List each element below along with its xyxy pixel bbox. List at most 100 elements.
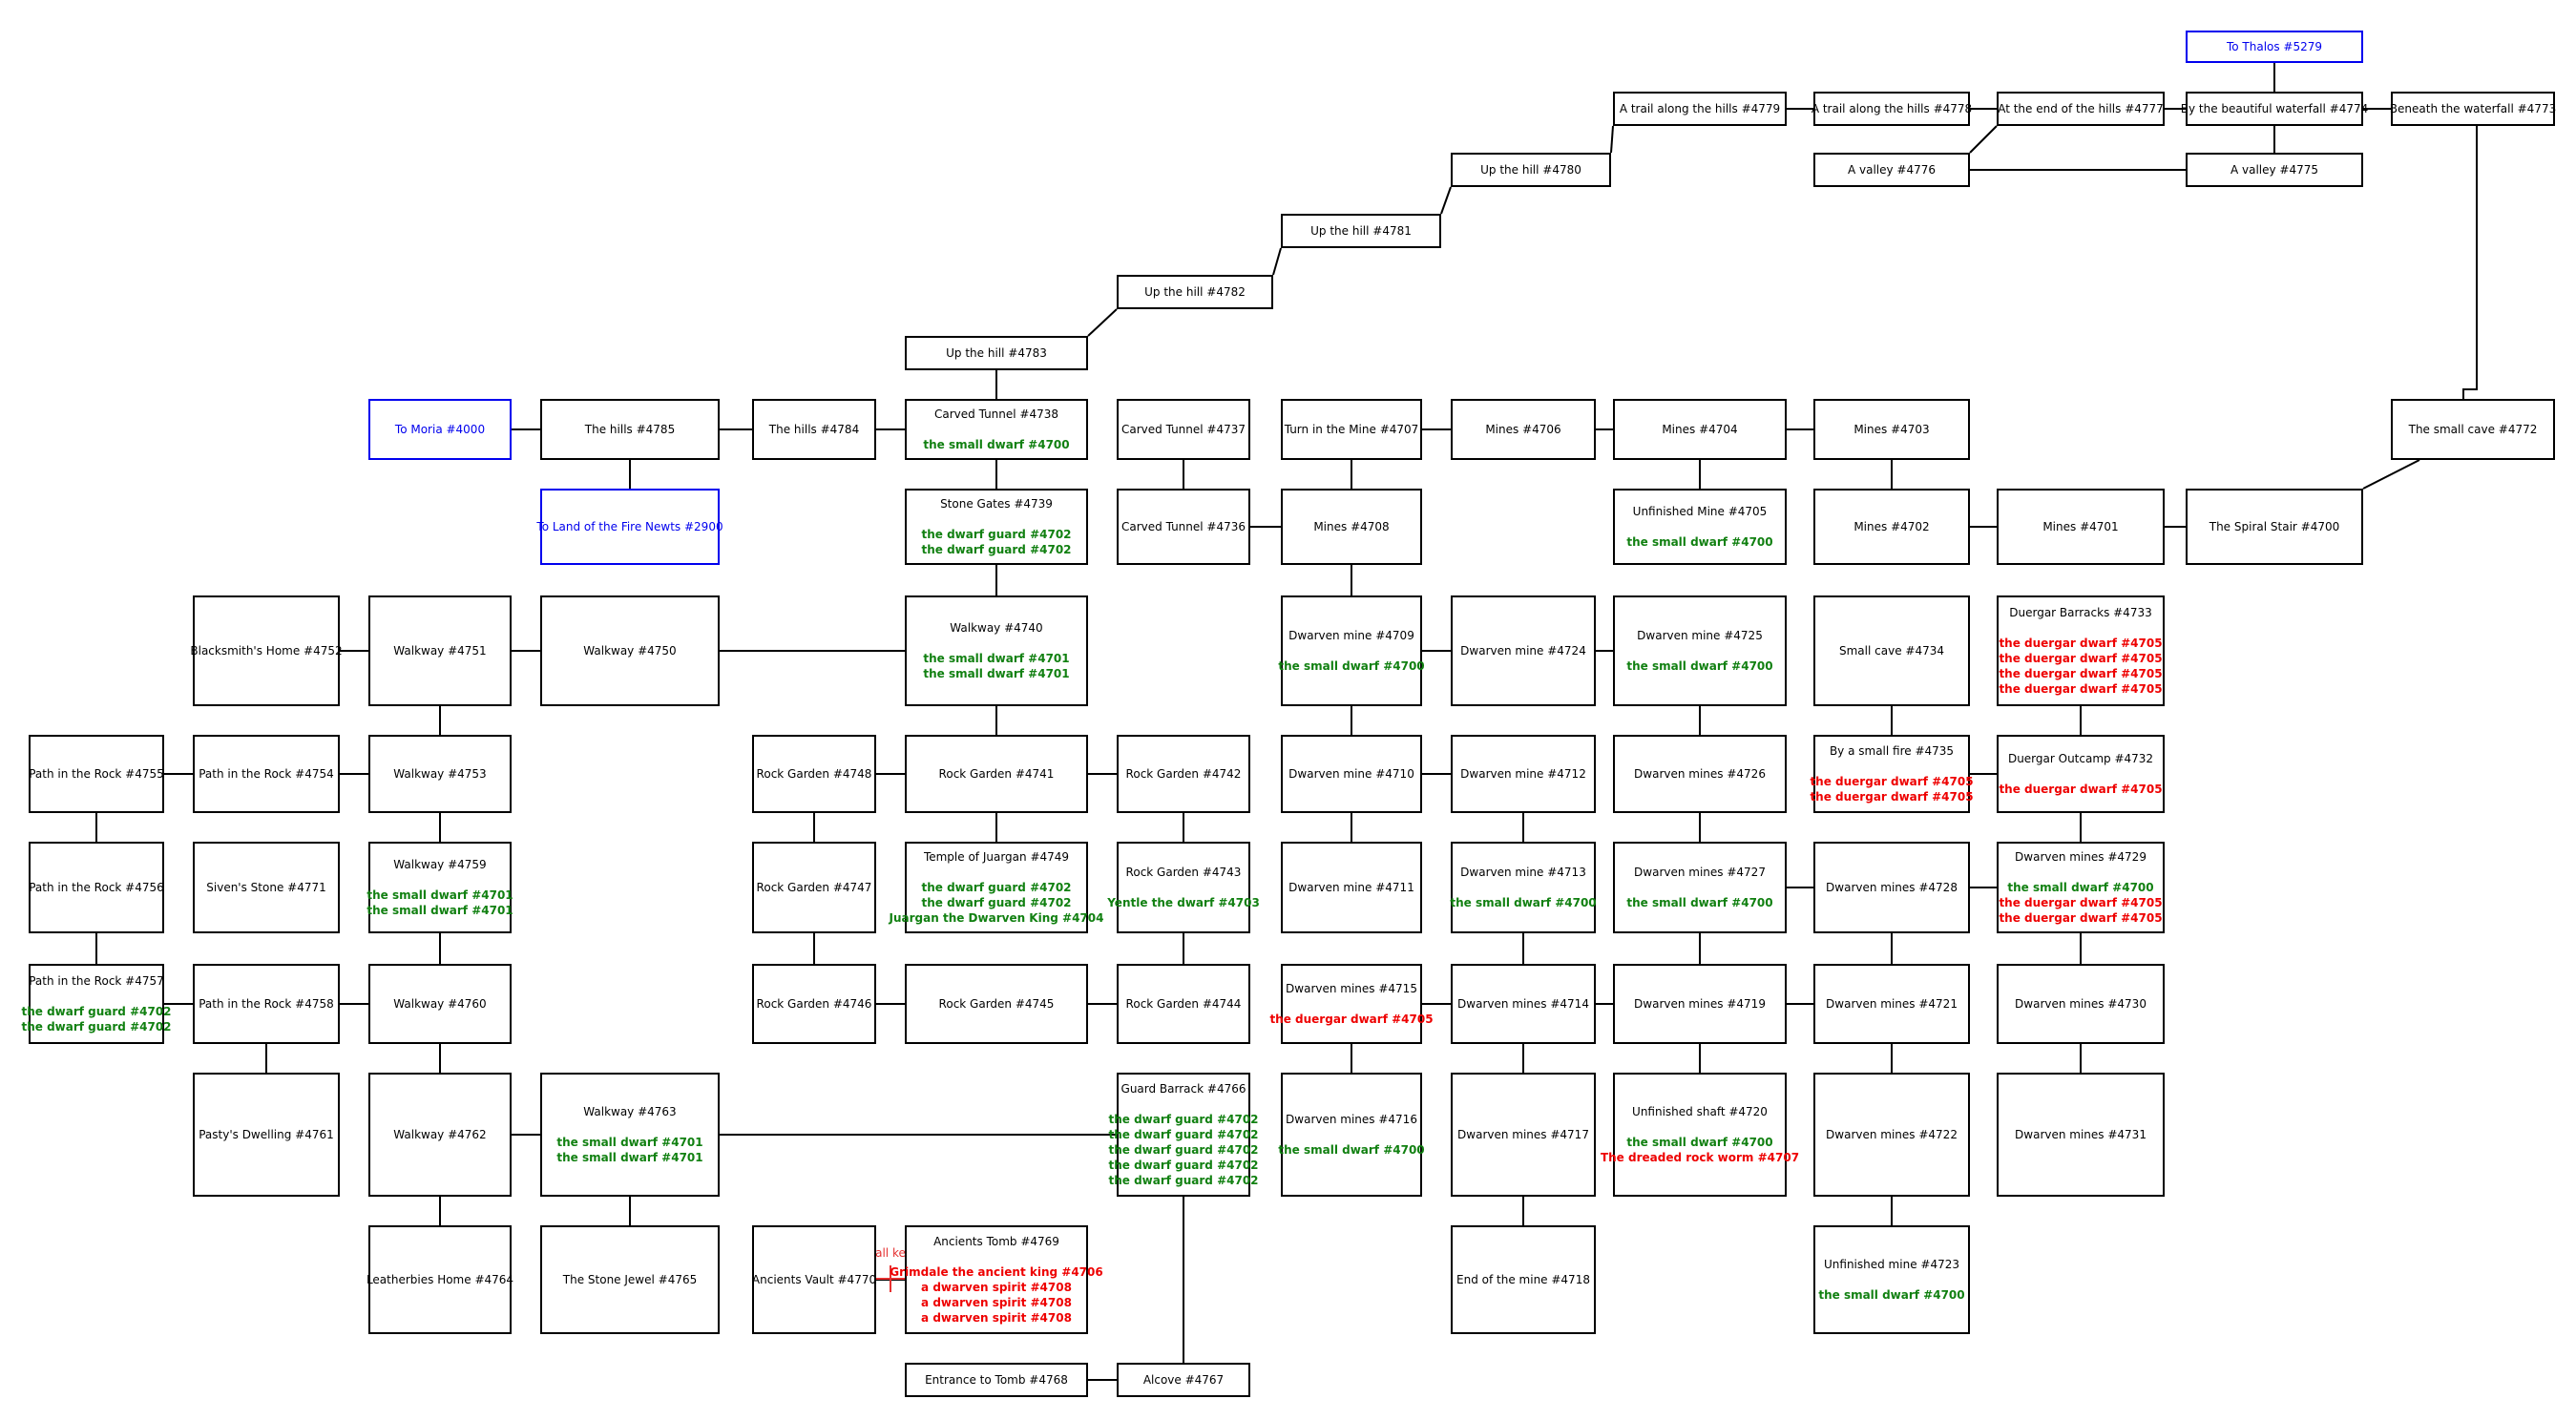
room-dwarven-mine-4710: Dwarven mine #4710	[1281, 735, 1422, 813]
friendly-mob: the dwarf guard #4702	[921, 896, 1072, 909]
room-title: Path in the Rock #4755	[29, 767, 164, 781]
room-dwarven-mines-4722: Dwarven mines #4722	[1813, 1073, 1970, 1197]
hostile-mob: a dwarven spirit #4708	[921, 1311, 1072, 1325]
room-ancients-vault-4770: Ancients Vault #4770	[752, 1225, 876, 1334]
room-dwarven-mines-4726: Dwarven mines #4726	[1613, 735, 1787, 813]
room-pasty-s-dwelling-4761: Pasty's Dwelling #4761	[193, 1073, 340, 1197]
room-walkway-4762: Walkway #4762	[368, 1073, 512, 1197]
room-dwarven-mine-4711: Dwarven mine #4711	[1281, 842, 1422, 933]
friendly-mob: the small dwarf #4700	[1626, 535, 1773, 549]
room-rock-garden-4742: Rock Garden #4742	[1117, 735, 1250, 813]
room-title: Dwarven mine #4710	[1288, 767, 1414, 781]
exit-room-to-land-of-the-fire-newts-2900[interactable]: To Land of the Fire Newts #2900	[536, 489, 723, 565]
friendly-mob: Juargan the Dwarven King #4704	[889, 911, 1104, 925]
room-rock-garden-4746: Rock Garden #4746	[752, 964, 876, 1044]
room-a-valley-4775: A valley #4775	[2186, 153, 2363, 187]
friendly-mob: the dwarf guard #4702	[21, 1020, 172, 1034]
room-title: By a small fire #4735	[1829, 744, 1955, 758]
room-blacksmith-s-home-4752: Blacksmith's Home #4752	[190, 595, 343, 706]
room-title: Dwarven mines #4714	[1457, 997, 1589, 1011]
room-a-trail-along-the-hills-4778: A trail along the hills #4778	[1812, 92, 1972, 126]
hostile-mob: the duergar dwarf #4705	[1269, 1013, 1434, 1026]
room-title: Mines #4704	[1662, 423, 1738, 436]
room-mines-4706: Mines #4706	[1451, 399, 1596, 460]
friendly-mob: the dwarf guard #4702	[21, 1005, 172, 1018]
friendly-mob: the small dwarf #4700	[923, 438, 1070, 451]
room-title: Rock Garden #4744	[1125, 997, 1242, 1011]
room-duergar-barracks-4733: Duergar Barracks #4733 the duergar dwarf …	[1997, 595, 2165, 706]
hostile-mob: the duergar dwarf #4705	[1999, 783, 2163, 796]
room-path-in-the-rock-4755: Path in the Rock #4755	[29, 735, 164, 813]
room-title: Path in the Rock #4754	[199, 767, 334, 781]
room-title: Up the hill #4780	[1480, 163, 1581, 177]
room-up-the-hill-4780: Up the hill #4780	[1451, 153, 1611, 187]
room-title: Mines #4706	[1485, 423, 1561, 436]
room-rock-garden-4744: Rock Garden #4744	[1117, 964, 1250, 1044]
room-title: Stone Gates #4739	[940, 497, 1053, 511]
room-title: Rock Garden #4745	[938, 997, 1055, 1011]
room-title: Beneath the waterfall #4773	[2389, 102, 2557, 115]
room-small-cave-4734: Small cave #4734	[1813, 595, 1970, 706]
friendly-mob: the small dwarf #4700	[1626, 1136, 1773, 1149]
room-title: Dwarven mines #4731	[2015, 1128, 2147, 1141]
room-dwarven-mines-4715: Dwarven mines #4715 the duergar dwarf #47…	[1269, 964, 1434, 1044]
room-title: Rock Garden #4743	[1125, 866, 1242, 879]
room-title: To Thalos #5279	[2226, 40, 2323, 53]
room-path-in-the-rock-4756: Path in the Rock #4756	[29, 842, 164, 933]
room-title: Small cave #4734	[1839, 644, 1944, 658]
hostile-mob: The dreaded rock worm #4707	[1600, 1151, 1800, 1164]
room-title: Walkway #4763	[583, 1105, 677, 1118]
room-title: Siven's Stone #4771	[206, 881, 326, 894]
room-a-trail-along-the-hills-4779: A trail along the hills #4779	[1613, 92, 1787, 126]
room-alcove-4767: Alcove #4767	[1117, 1363, 1250, 1397]
room-at-the-end-of-the-hills-4777: At the end of the hills #4777	[1997, 92, 2165, 126]
room-siven-s-stone-4771: Siven's Stone #4771	[193, 842, 340, 933]
room-title: Up the hill #4783	[946, 346, 1047, 360]
room-a-valley-4776: A valley #4776	[1813, 153, 1970, 187]
room-title: Dwarven mines #4730	[2015, 997, 2147, 1011]
room-up-the-hill-4781: Up the hill #4781	[1281, 214, 1441, 248]
room-title: Blacksmith's Home #4752	[190, 644, 343, 658]
room-entrance-to-tomb-4768: Entrance to Tomb #4768	[905, 1363, 1088, 1397]
room-title: The small cave #4772	[2408, 423, 2538, 436]
friendly-mob: the small dwarf #4700	[1626, 896, 1773, 909]
room-title: Walkway #4762	[393, 1128, 487, 1141]
room-title: Mines #4708	[1313, 520, 1390, 533]
room-title: Mines #4701	[2042, 520, 2119, 533]
room-title: Dwarven mines #4716	[1286, 1113, 1417, 1126]
room-title: Dwarven mines #4715	[1286, 982, 1417, 995]
room-title: Rock Garden #4741	[938, 767, 1055, 781]
room-title: Dwarven mines #4719	[1634, 997, 1766, 1011]
exit-link	[1272, 247, 1282, 276]
room-title: Walkway #4751	[393, 644, 487, 658]
hostile-mob: the duergar dwarf #4705	[1999, 637, 2163, 650]
room-title: Carved Tunnel #4736	[1120, 520, 1246, 533]
room-dwarven-mine-4712: Dwarven mine #4712	[1451, 735, 1596, 813]
room-title: Rock Garden #4747	[756, 881, 872, 894]
exit-link	[2462, 126, 2478, 399]
room-title: Duergar Barracks #4733	[2009, 606, 2152, 619]
room-end-of-the-mine-4718: End of the mine #4718	[1451, 1225, 1596, 1334]
room-the-hills-4784: The hills #4784	[752, 399, 876, 460]
room-title: Walkway #4753	[393, 767, 487, 781]
room-title: Mines #4703	[1853, 423, 1930, 436]
room-title: Dwarven mines #4727	[1634, 866, 1766, 879]
exit-room-to-moria-4000[interactable]: To Moria #4000	[368, 399, 512, 460]
room-title: Guard Barrack #4766	[1120, 1082, 1246, 1096]
room-title: By the beautiful waterfall #4774	[2180, 102, 2369, 115]
hostile-mob: a dwarven spirit #4708	[921, 1296, 1072, 1309]
exit-room-to-thalos-5279[interactable]: To Thalos #5279	[2186, 31, 2363, 63]
friendly-mob: the small dwarf #4701	[923, 667, 1070, 680]
room-rock-garden-4747: Rock Garden #4747	[752, 842, 876, 933]
